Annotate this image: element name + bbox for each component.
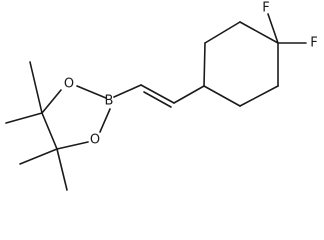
dioxaborolane-ring: [41, 85, 111, 150]
bond-b-o-upper: [76, 85, 107, 99]
vinyl-linker: [113, 84, 205, 108]
chemical-structure-diagram: B O O F F: [5, 1, 318, 191]
cyclohexane-bond-5: [239, 85, 279, 107]
cyclohexane-bond-1: [203, 42, 206, 87]
bond-c-o-lower: [56, 141, 89, 150]
cyclohexane-bond-6: [203, 85, 241, 107]
atom-label-fluorine-2: F: [310, 36, 317, 51]
bond-vinyl-double-inner: [143, 91, 172, 108]
fluorine-bonds: [267, 13, 307, 44]
bond-c-c-ring: [41, 112, 58, 150]
methyl-groups: [5, 61, 68, 191]
bond-o-upper-c: [41, 89, 62, 114]
bond-vinyl-cyclohexyl: [173, 85, 205, 104]
bond-vinyl-double-outer: [140, 84, 175, 104]
atom-label-oxygen-upper: O: [64, 77, 74, 92]
bond-o-lower-b: [99, 108, 111, 133]
methyl-bond-upper-1: [5, 112, 43, 124]
cyclohexane-ring: [203, 21, 279, 107]
cyclohexane-bond-3: [239, 21, 279, 44]
methyl-bond-lower-2: [56, 148, 68, 191]
cyclohexane-bond-2: [204, 21, 241, 44]
bond-b-vinyl: [113, 84, 142, 98]
atom-label-oxygen-lower: O: [90, 133, 100, 148]
atom-label-fluorine-1: F: [262, 1, 269, 16]
atom-label-boron: B: [105, 94, 114, 109]
methyl-bond-upper-2: [29, 61, 43, 114]
methyl-bond-lower-1: [19, 148, 58, 165]
bond-c-f-1: [267, 13, 279, 44]
atom-labels: B O O F F: [64, 1, 318, 148]
